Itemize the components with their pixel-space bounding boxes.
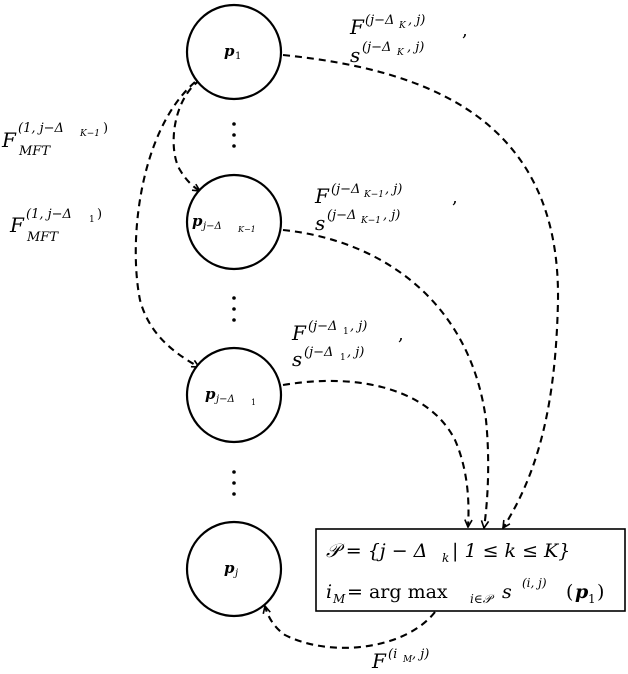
box-line2-c-sup: (i, j)	[522, 576, 547, 590]
box-line2-d: (	[566, 581, 573, 603]
label-middle-s-sup-tail: , j)	[383, 208, 400, 223]
label-left-inner-f: F	[9, 213, 25, 237]
node-pj: p j	[185, 520, 283, 618]
label-lower-s-sup: (j−Δ	[304, 345, 333, 360]
box-line2-e: )	[597, 581, 604, 603]
label-lower-s-sup-tail: , j)	[347, 345, 364, 360]
label-top-f-sup: (j−Δ	[365, 13, 394, 28]
label-left-outer-sup-sub: K−1	[79, 129, 100, 139]
label-left-inner-sup-tail: )	[97, 207, 102, 222]
label-middle-s-sup-sub: K−1	[360, 216, 381, 226]
label-top-s-sup-tail: , j)	[407, 40, 424, 55]
label-lower-s-sup-sub: 1	[340, 353, 346, 363]
box-line2-p-sub: 1	[588, 592, 596, 606]
node-p1: p 1	[185, 3, 283, 101]
node-pj1-symbol: p	[205, 385, 216, 403]
edge-box-to-pj	[265, 606, 436, 649]
label-left-outer-sup: (1, j−Δ	[18, 121, 64, 136]
label-edge-left-inner: F (1, j−Δ 1 ) MFT	[9, 207, 102, 245]
label-top-f-sup-sub: K	[398, 21, 407, 31]
label-left-outer-sub: MFT	[18, 144, 51, 159]
box-line2-a: i	[326, 581, 332, 603]
label-middle-f-sup: (j−Δ	[331, 182, 360, 197]
label-edge-lower: F (j−Δ 1 , j) , s (j−Δ 1 , j)	[291, 319, 404, 371]
node-p1-sub: 1	[235, 51, 241, 62]
label-edge-bottom: F (i M , j)	[371, 647, 429, 673]
node-pjk1-sub: j−Δ	[201, 221, 222, 232]
box-line2-c: s	[502, 581, 512, 603]
node-pj1-sub: j−Δ	[214, 394, 235, 405]
label-bottom-sup: (i	[388, 647, 397, 662]
node-pj1: p j−Δ 1	[185, 346, 283, 444]
label-top-s-sup-sub: K	[396, 48, 405, 58]
box-line2-b-sub: i∈𝒫	[470, 592, 495, 606]
edge-p1-to-pjk1	[172, 79, 200, 191]
label-edge-middle: F (j−Δ K−1 , j) , s (j−Δ K−1 , j)	[314, 182, 458, 235]
label-lower-f-sup: (j−Δ	[308, 319, 337, 334]
label-lower-f: F	[291, 321, 307, 345]
label-top-s: s	[350, 43, 360, 67]
label-left-inner-sup: (1, j−Δ	[26, 207, 72, 222]
definition-box: 𝒫 = {j − Δ k | 1 ≤ k ≤ K} i M = arg max …	[315, 528, 626, 612]
label-middle-s: s	[315, 211, 325, 235]
label-left-inner-sup-sub: 1	[89, 215, 95, 225]
label-edge-left-outer: F (1, j−Δ K−1 ) MFT	[1, 121, 108, 159]
label-bottom-sup-sub: M	[402, 655, 413, 665]
box-line2-b: = arg max	[347, 581, 448, 603]
label-lower-f-sup-tail: , j)	[350, 319, 367, 334]
label-left-outer-f: F	[1, 128, 17, 152]
label-middle-f-sup-sub: K−1	[363, 190, 384, 200]
box-line2-a-sub: M	[332, 592, 346, 606]
box-line1-tail: | 1 ≤ k ≤ K}	[452, 540, 570, 562]
box-line1: 𝒫 = {j − Δ	[326, 540, 427, 562]
ellipsis-2	[232, 296, 236, 322]
node-p1-symbol: p	[224, 42, 235, 60]
node-pjk1-symbol: p	[192, 212, 203, 230]
label-top-f-sup-tail: , j)	[408, 13, 425, 28]
box-line1-sub: k	[442, 551, 449, 565]
node-pjk1-subsub: K−1	[237, 225, 256, 234]
node-pj-sub: j	[233, 568, 238, 579]
label-bottom-f: F	[371, 649, 387, 673]
edge-p1-to-pj1	[134, 81, 199, 368]
node-pj-symbol: p	[224, 559, 235, 577]
box-line2-p: p	[575, 581, 589, 603]
label-left-outer-sup-tail: )	[103, 121, 108, 136]
node-pj1-subsub: 1	[251, 398, 256, 407]
edge-p1-to-box	[282, 53, 560, 528]
label-lower-f-end: ,	[398, 324, 404, 345]
label-lower-s: s	[292, 347, 302, 371]
label-middle-f-sup-tail: , j)	[385, 182, 402, 197]
edge-pjk1-to-box	[282, 228, 488, 528]
label-bottom-sup-tail: , j)	[412, 647, 429, 662]
label-middle-f: F	[314, 184, 330, 208]
ellipsis-3	[232, 470, 236, 496]
node-pjk1: p j−Δ K−1	[185, 173, 283, 271]
label-middle-s-sup: (j−Δ	[327, 208, 356, 223]
label-lower-f-sup-sub: 1	[343, 327, 349, 337]
edge-pj1-to-box	[282, 379, 468, 527]
label-middle-f-end: ,	[452, 187, 458, 208]
label-edge-top: F (j−Δ K , j) , s (j−Δ K , j)	[349, 13, 468, 67]
label-left-inner-sub: MFT	[26, 230, 59, 245]
ellipsis-1	[232, 122, 236, 148]
label-top-f-end: ,	[462, 20, 468, 41]
label-top-s-sup: (j−Δ	[362, 40, 391, 55]
label-top-f: F	[349, 15, 365, 39]
